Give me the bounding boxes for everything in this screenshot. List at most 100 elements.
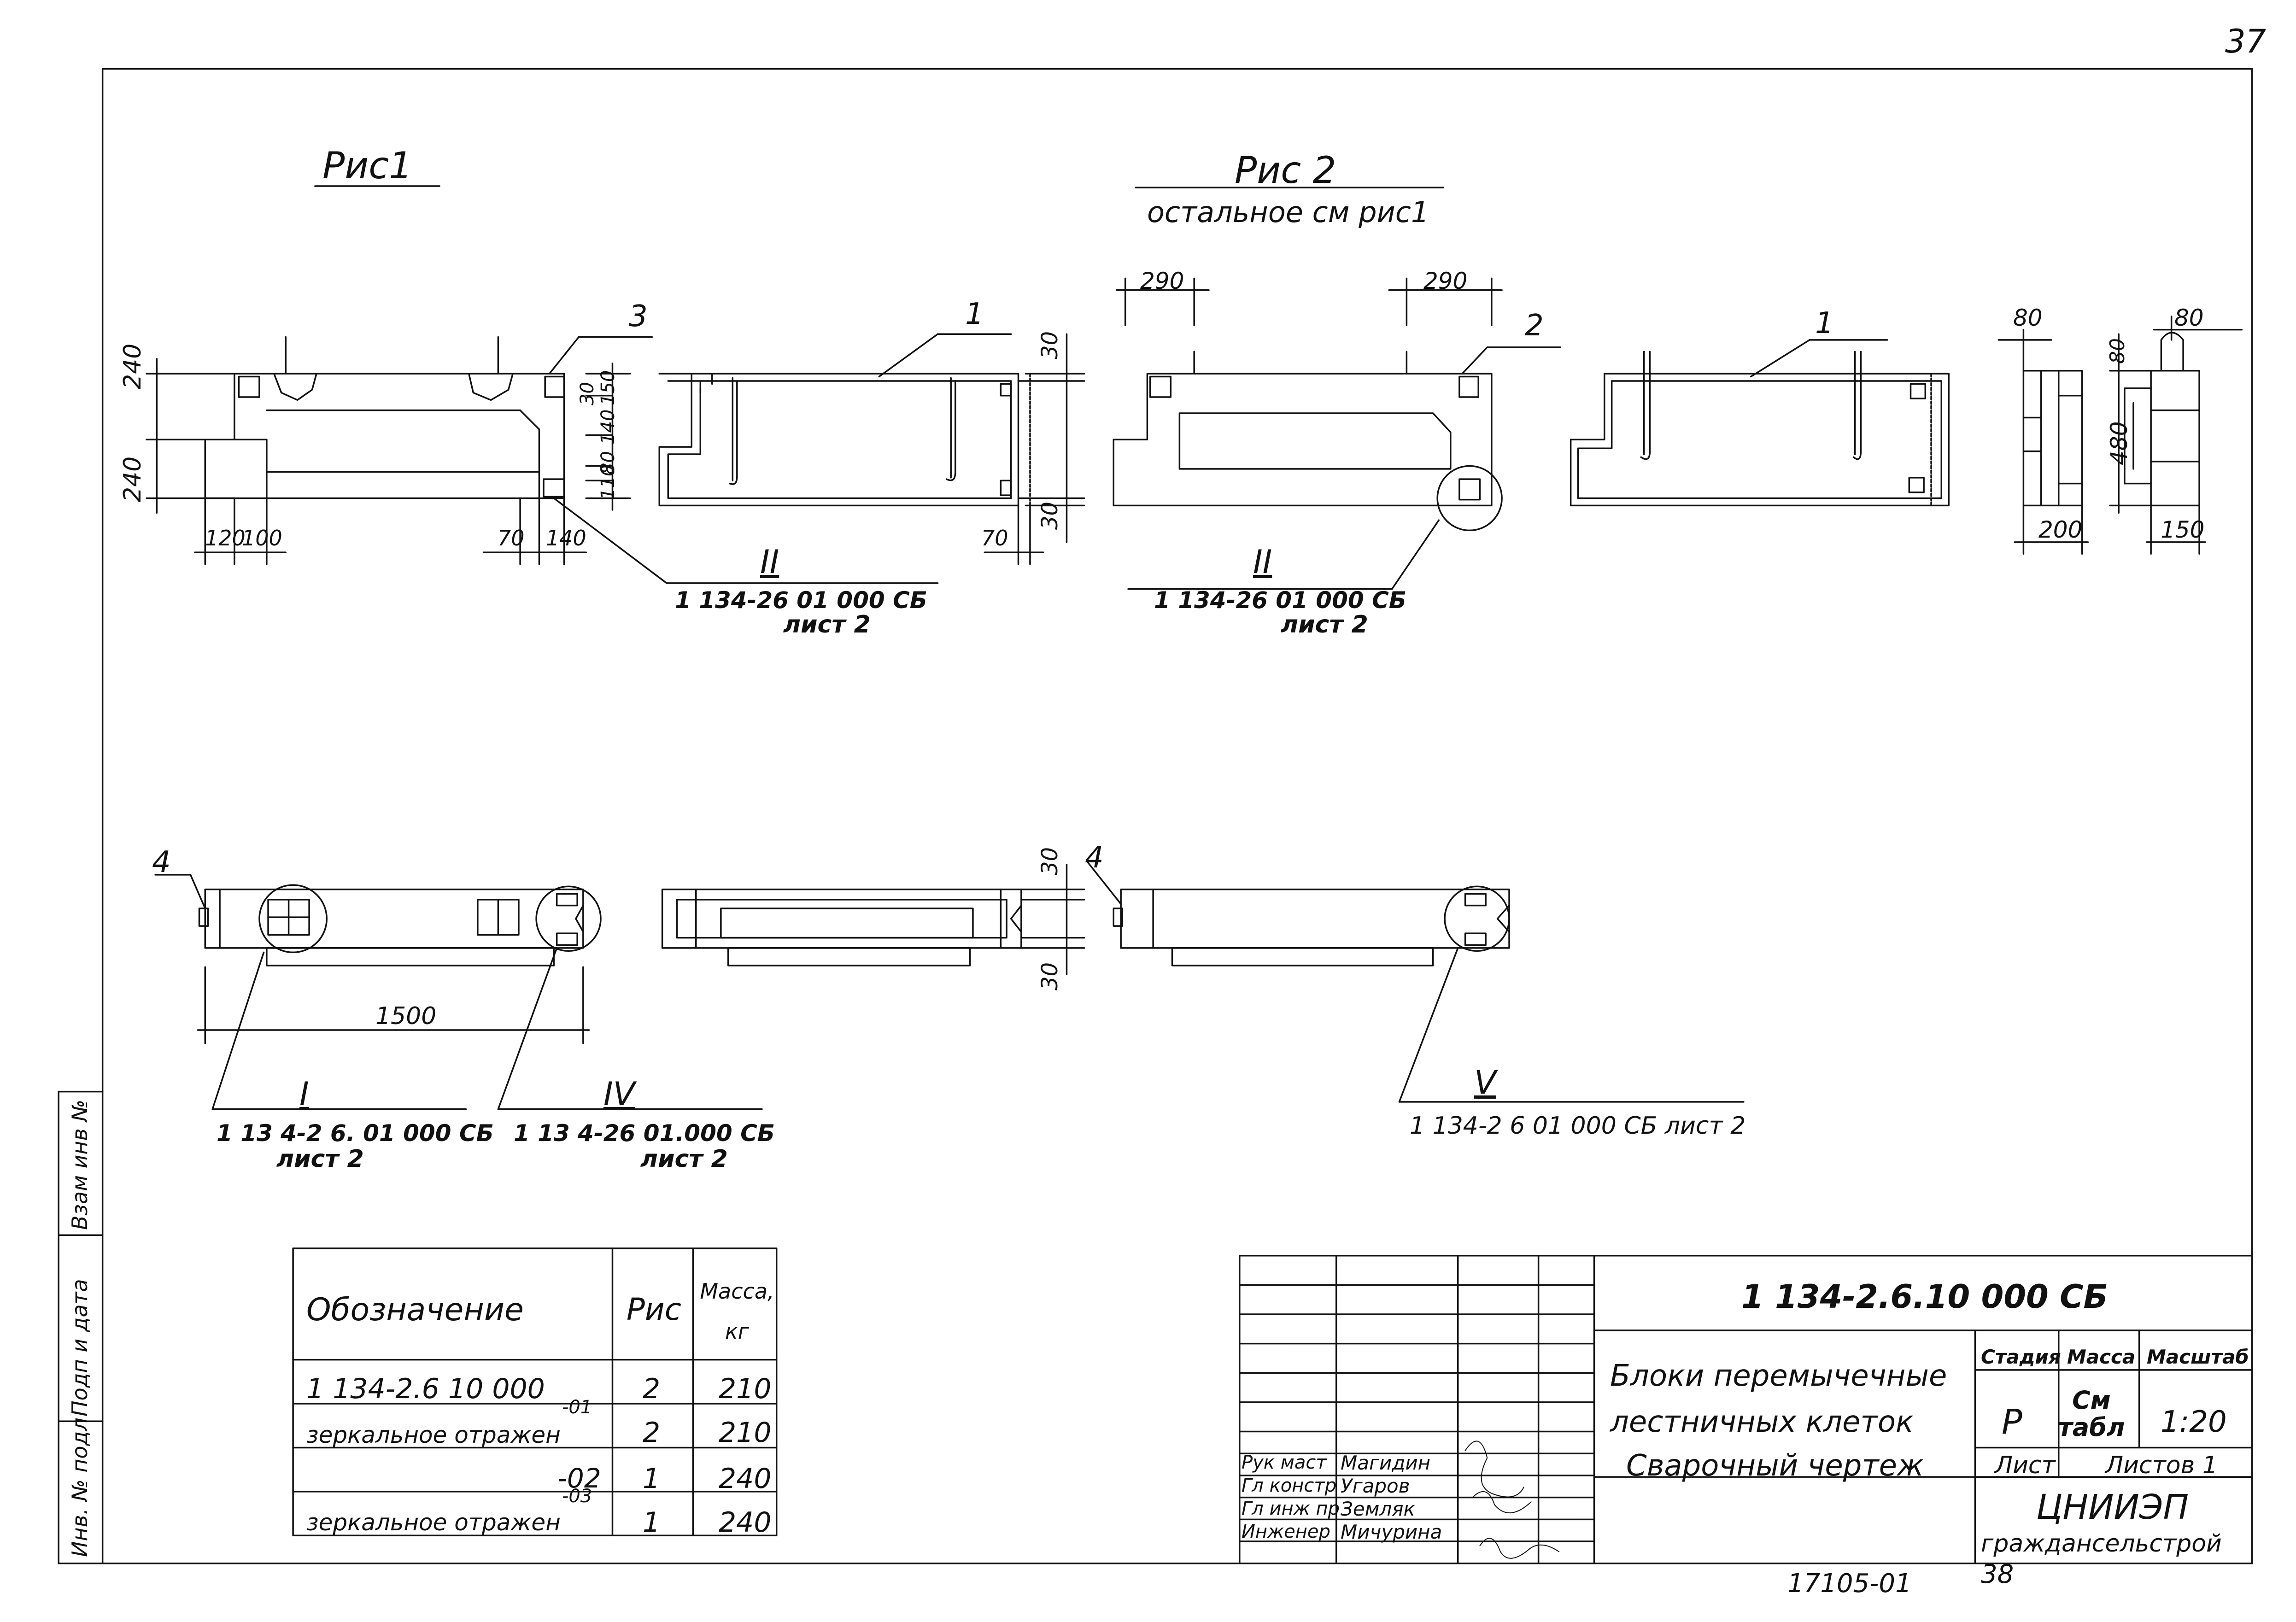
- detail-ref-code: 1 134-2 6 01 000 СБ лист 2: [1410, 1112, 1746, 1140]
- fig1-front-view: [205, 337, 564, 498]
- stage-label: Стадия: [1981, 1346, 2061, 1368]
- callout-4: 4: [152, 845, 171, 879]
- fig1-rebar-cage: [659, 374, 1030, 505]
- side-stamp-replace: Взам инв №: [67, 1099, 92, 1230]
- stage-value: Р: [2002, 1402, 2022, 1442]
- callout-3: 3: [629, 299, 648, 334]
- sheet-frame: [103, 69, 2252, 1563]
- dim-label: 240: [119, 456, 146, 502]
- dim-label: 100: [242, 526, 282, 550]
- dim-label: 480: [2106, 421, 2132, 465]
- dim-label: 200: [2038, 516, 2083, 543]
- detail-ref-numeral: IV: [603, 1075, 635, 1113]
- detail-ref-sheet: лист 2: [640, 1145, 728, 1173]
- callout-1: 1: [1815, 306, 1834, 340]
- spec-header-mass: Масса, кг: [700, 1279, 774, 1344]
- spec-row-4-suffix: -03: [562, 1486, 592, 1507]
- dim-label: 150: [2161, 516, 2205, 543]
- doc-name-line-3: Сварочный чертеж: [1626, 1449, 1924, 1483]
- detail-ref-code: 1 13 4-26 01.000 СБ: [514, 1120, 775, 1147]
- signer-name: Угаров: [1341, 1475, 1410, 1497]
- side-stamp-inv: Инв. № подл: [67, 1417, 92, 1557]
- archive-number: 17105-01: [1787, 1569, 1912, 1599]
- dim-label: 240: [119, 343, 146, 389]
- fig2-rebar-cage: [1571, 351, 1949, 505]
- detail-ref-sheet: лист 2: [783, 611, 871, 638]
- detail-ref-code: 1 134-26 01 000 СБ: [675, 587, 927, 614]
- spec-header-fig: Рис: [627, 1292, 681, 1327]
- doc-code: 1 134-2.6.10 000 СБ: [1741, 1278, 2108, 1316]
- signer-name: Земляк: [1341, 1498, 1415, 1520]
- spec-table-grid: [293, 1248, 777, 1535]
- dim-label: 1500: [375, 1002, 437, 1030]
- dim-label: 80: [2013, 304, 2043, 331]
- org-subname: граждансельстрой: [1981, 1530, 2222, 1558]
- dim-label: 30: [1037, 962, 1063, 990]
- signer-name: Мичурина: [1341, 1521, 1442, 1543]
- sheets-label: Листов 1: [2105, 1452, 2218, 1479]
- spec-row-3-fig: 1: [643, 1463, 661, 1495]
- fig1-title: Рис1: [322, 144, 413, 187]
- spec-row-1-designation: 1 134-2.6 10 000: [306, 1373, 545, 1405]
- mass-label: Масса: [2067, 1346, 2136, 1368]
- dim-label: 70: [981, 526, 1008, 550]
- side-stamp-sign: Подп и дата: [67, 1279, 92, 1417]
- detail-ref-code: 1 134-26 01 000 СБ: [1154, 587, 1406, 614]
- scale-label: Масштаб: [2147, 1346, 2249, 1368]
- mass-value: См табл: [2058, 1386, 2125, 1442]
- dim-label: 80: [2174, 304, 2204, 331]
- detail-ref-numeral: V: [1474, 1064, 1496, 1101]
- detail-ref-numeral: I: [299, 1075, 309, 1113]
- detail-ref-numeral: II: [1253, 543, 1272, 581]
- fig2-title: Рис 2: [1235, 149, 1336, 192]
- signer-role: Гл констр: [1242, 1475, 1337, 1496]
- dim-label: 80: [2106, 338, 2129, 364]
- sheet-label: Лист: [1995, 1452, 2056, 1479]
- dim-label: 30: [1037, 331, 1063, 359]
- callout-2: 2: [1525, 309, 1544, 343]
- spec-row-2-fig: 2: [643, 1417, 661, 1449]
- side-section-a: [2023, 371, 2082, 506]
- doc-name-line-2: лестничных клеток: [1610, 1405, 1914, 1439]
- spec-row-4-fig: 1: [643, 1506, 661, 1539]
- spec-row-2-mass: 210: [719, 1417, 772, 1449]
- top-view-2: [662, 890, 1021, 966]
- page-number: 37: [2225, 23, 2267, 60]
- spec-row-3-suffix: -02: [557, 1463, 601, 1494]
- title-block-grid: [1240, 1256, 2252, 1563]
- doc-name-line-1: Блоки перемычечные: [1610, 1359, 1947, 1393]
- spec-header-designation: Обозначение: [306, 1292, 524, 1328]
- spec-row-4-mass: 240: [719, 1506, 772, 1539]
- side-section-b: [2125, 333, 2199, 505]
- spec-row-1-mass: 210: [719, 1373, 772, 1405]
- copy-number: 38: [1981, 1559, 2014, 1589]
- spec-row-1-fig: 2: [643, 1373, 661, 1405]
- signer-role: Рук маст: [1242, 1452, 1327, 1473]
- dim-label: 70: [498, 526, 525, 550]
- top-view-3: [1113, 886, 1509, 966]
- dim-label: 120: [205, 526, 246, 550]
- signer-role: Гл инж пр: [1242, 1498, 1340, 1519]
- dim-label: 140: [597, 409, 619, 445]
- spec-row-4-designation: зеркальное отражен: [306, 1509, 561, 1536]
- signer-role: Инженер: [1242, 1521, 1330, 1542]
- dim-label: 30: [577, 382, 598, 405]
- detail-ref-code: 1 13 4-2 6. 01 000 СБ: [217, 1120, 494, 1147]
- dim-label: 150: [597, 370, 619, 405]
- detail-ref-numeral: II: [760, 543, 779, 581]
- spec-row-3-mass: 240: [719, 1463, 772, 1495]
- top-view-1: [199, 885, 601, 966]
- fig2-note: остальное см рис1: [1147, 195, 1429, 229]
- dim-label: 290: [1423, 268, 1468, 294]
- detail-ref-sheet: лист 2: [276, 1145, 364, 1173]
- fig2-front-view: [1113, 351, 1502, 530]
- dim-label: 30: [1037, 501, 1063, 530]
- dim-label: 290: [1140, 268, 1184, 294]
- spec-row-2-suffix: -01: [562, 1397, 592, 1418]
- detail-ref-sheet: лист 2: [1281, 611, 1368, 638]
- scale-value: 1:20: [2161, 1405, 2227, 1439]
- signer-name: Магидин: [1341, 1452, 1431, 1474]
- signature-scribbles: [1465, 1441, 1559, 1558]
- spec-row-2-designation: зеркальное отражен: [306, 1422, 561, 1448]
